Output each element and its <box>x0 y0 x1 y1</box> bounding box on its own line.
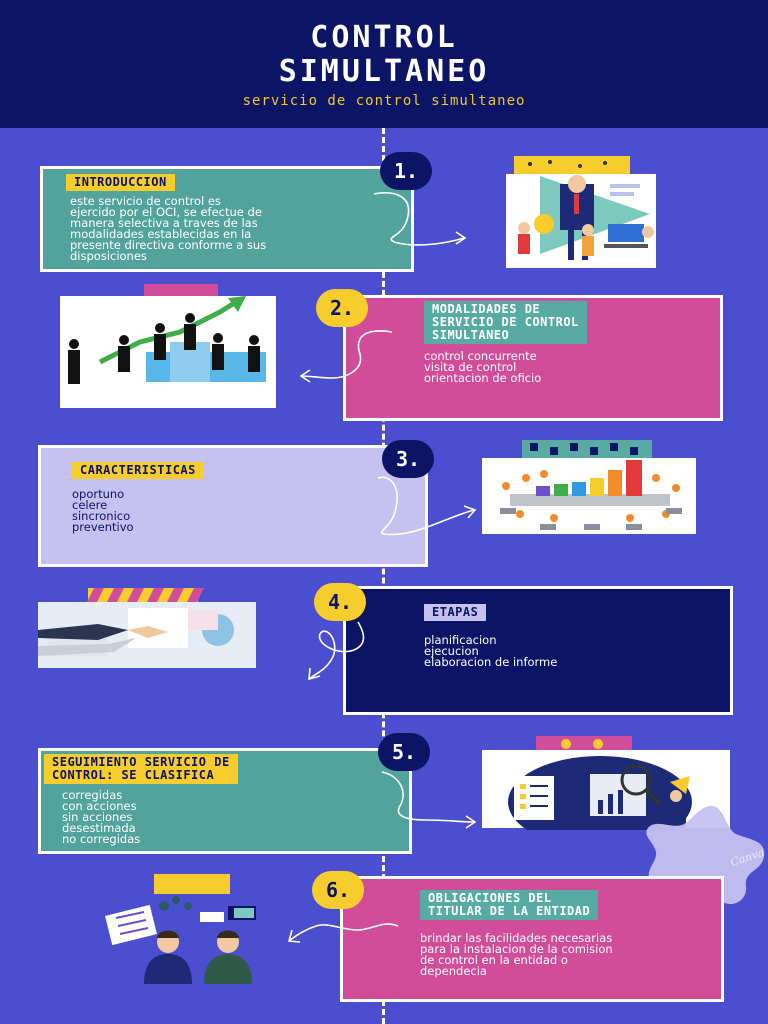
step6-label: OBLIGACIONES DEL TITULAR DE LA ENTIDAD <box>420 890 599 920</box>
step1-line: modalidades establecidas en la <box>70 227 252 241</box>
step5-line: desestimada <box>62 821 136 835</box>
step5-label-line: SEGUIMIENTO SERVICIO DE <box>52 755 230 769</box>
step2-label-line: SIMULTANEO <box>432 328 510 342</box>
step3-number-badge: 3. <box>382 440 434 478</box>
step2-label-line: SERVICIO DE CONTROL <box>432 315 579 329</box>
step6-line: de control en la entidad o <box>420 953 568 967</box>
step2-label: MODALIDADES DE SERVICIO DE CONTROL SIMUL… <box>424 301 587 344</box>
timeline-spine <box>382 128 385 1024</box>
two-men-talking-illustration <box>105 874 256 984</box>
step3-line: celere <box>72 498 108 512</box>
step4-line: elaboracion de informe <box>424 655 558 669</box>
step2-label-line: MODALIDADES DE <box>432 302 541 316</box>
step1-line: ejercido por el OCI, se efectue de <box>70 205 262 219</box>
step1-number-badge: 1. <box>380 152 432 190</box>
step5-number-badge: 5. <box>378 733 430 771</box>
step1-line: este servicio de control es <box>70 194 221 208</box>
step2-line: control concurrente <box>424 349 537 363</box>
step2-line: visita de control <box>424 360 517 374</box>
step5-line: no corregidas <box>62 832 141 846</box>
arrow-icon <box>287 923 399 943</box>
step4-line: ejecucion <box>424 644 479 658</box>
step3-line: oportuno <box>72 487 125 501</box>
step6-label-line: TITULAR DE LA ENTIDAD <box>428 904 591 918</box>
step6-number-badge: 6. <box>312 871 364 909</box>
step1-label: INTRODUCCION <box>66 174 175 191</box>
people-presentation-illustration <box>506 156 656 268</box>
step5-line: sin acciones <box>62 810 133 824</box>
step3-label: CARACTERISTICAS <box>72 462 204 479</box>
step6-line: brindar las facilidades necesarias <box>420 931 613 945</box>
step2-number-badge: 2. <box>316 289 368 327</box>
arrow-icon <box>299 330 393 383</box>
arrow-icon <box>308 621 365 681</box>
step4-label: ETAPAS <box>424 604 487 621</box>
step1-line: manera selectiva a traves de las <box>70 216 258 230</box>
step3-line: sincronico <box>72 509 131 523</box>
step5-line: corregidas <box>62 788 123 802</box>
step1-line: disposiciones <box>70 249 147 263</box>
step6-line: dependecia <box>420 964 487 978</box>
step1-line: presente directiva conforme a sus <box>70 238 267 252</box>
page-title-line2: SIMULTANEO <box>278 54 490 89</box>
step2-line: orientacion de oficio <box>424 371 542 385</box>
header-banner <box>0 0 768 128</box>
documents-magnifier-illustration <box>482 736 730 830</box>
arrow-icon <box>377 476 477 536</box>
page-subtitle: servicio de control simultaneo <box>242 93 526 109</box>
step2-card <box>343 295 723 421</box>
business-silhouettes-photo <box>60 284 276 408</box>
handshake-photo <box>38 588 256 668</box>
arrow-icon <box>373 192 467 246</box>
step5-line: con acciones <box>62 799 137 813</box>
step6-label-line: OBLIGACIONES DEL <box>428 891 552 905</box>
step3-line: preventivo <box>72 520 134 534</box>
step4-line: planificacion <box>424 633 497 647</box>
arrow-icon <box>381 771 477 829</box>
page-title-line1: CONTROL <box>310 20 458 55</box>
step4-number-badge: 4. <box>314 583 366 621</box>
step5-label: SEGUIMIENTO SERVICIO DE CONTROL: SE CLAS… <box>44 754 238 784</box>
meeting-chart-illustration <box>482 440 696 534</box>
step6-line: para la instalacion de la comision <box>420 942 613 956</box>
step5-label-line: CONTROL: SE CLASIFICA <box>52 768 215 782</box>
step4-card <box>343 586 733 715</box>
